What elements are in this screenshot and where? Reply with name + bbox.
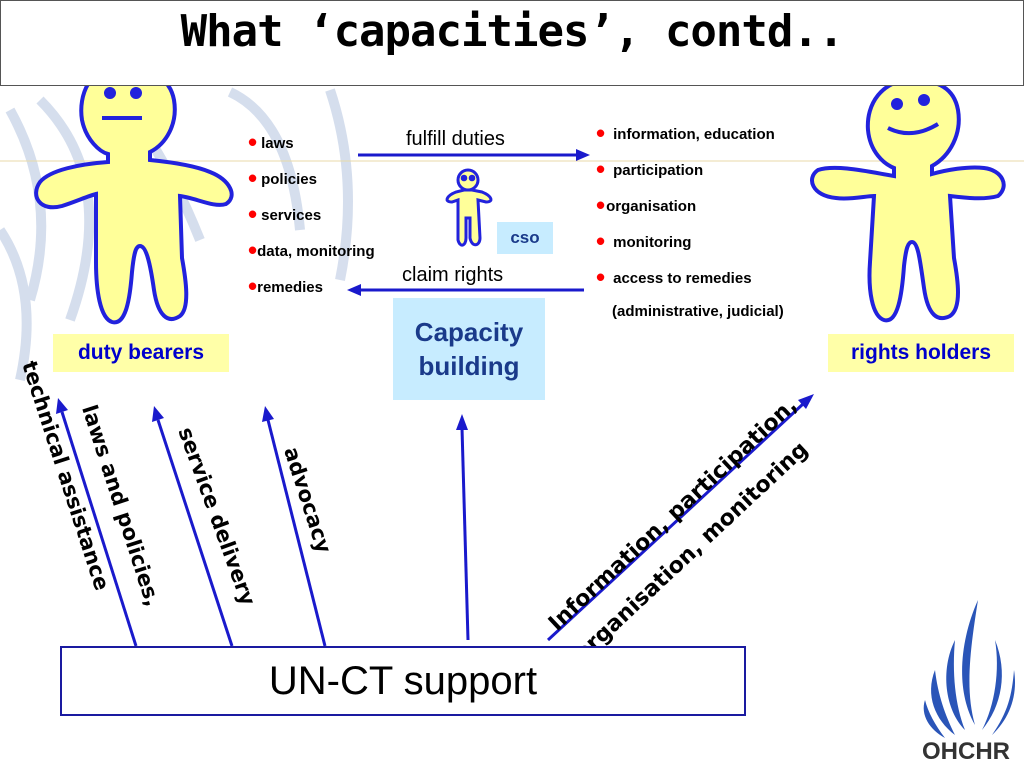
information-arrow [546,394,814,642]
list-item: •remedies [248,271,323,301]
duty-bearer-figure [34,63,234,325]
cso-figure [445,168,493,247]
bullet-icon: • [248,163,258,193]
page-title: What ‘capacities’, contd.. [180,6,845,57]
fulfill-duties-label: fulfill duties [406,128,505,150]
list-item: •monitoring [596,226,692,256]
ohchr-logo-icon [923,600,1016,738]
capacity-line-1: Capacity [414,317,524,347]
list-item: •data, monitoring [248,235,375,265]
rights-holders-label: rights holders [828,334,1014,372]
title-box [0,0,1024,86]
duty-list: •laws •policies •services •data, monitor… [248,125,375,305]
list-item: •laws [248,127,294,157]
bullet-icon: • [248,271,258,301]
duty-bearers-label: duty bearers [53,334,229,372]
list-item: •services [248,199,322,229]
bullet-icon: • [248,235,258,265]
list-item: •policies [248,163,317,193]
rights-list: •information, education •participation •… [596,116,784,326]
bullet-icon: • [596,154,606,184]
list-item: •participation [596,154,704,184]
capacity-building-arrow [456,414,470,641]
rights-holder-figure [810,77,1006,323]
capacity-line-2: building [418,351,520,381]
bullet-icon: • [248,199,258,229]
bullet-icon: • [596,190,606,220]
service-delivery-arrow [152,406,234,647]
bullet-icon: • [248,127,258,157]
claim-rights-label: claim rights [402,264,504,286]
list-item-sub: (administrative, judicial) [612,302,784,320]
unct-support-box: UN-CT support [60,646,746,716]
advocacy-arrow [262,406,327,647]
capacity-building-box: Capacity building [393,298,545,400]
technical-assistance-arrow [56,398,138,647]
ohchr-logo-text: OHCHR [922,738,1010,765]
cso-label: cso [497,222,553,254]
list-item: •access to remedies [596,262,752,292]
claim-rights-arrow [347,284,584,296]
bullet-icon: • [596,226,606,256]
fulfill-duties-arrow [358,149,590,161]
bullet-icon: • [596,262,606,292]
bullet-icon: • [596,118,606,148]
list-item: •organisation [596,190,697,220]
list-item: •information, education [596,118,775,148]
